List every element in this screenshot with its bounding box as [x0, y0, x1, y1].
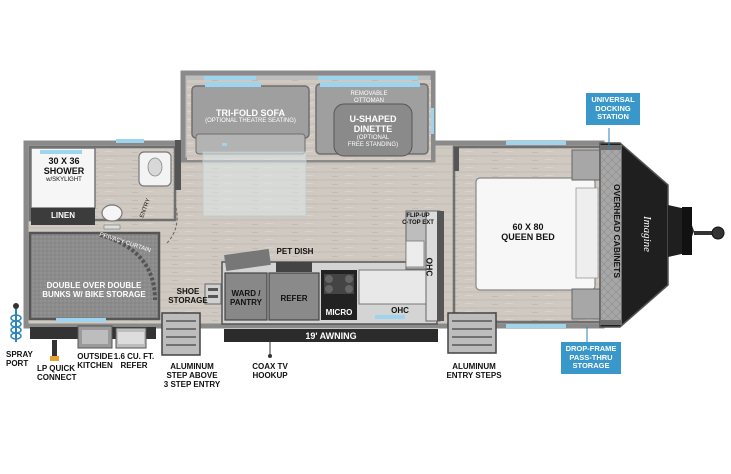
pet-dish-label: PET DISH: [276, 247, 314, 256]
bunks: [28, 231, 161, 321]
lp-quick-connect-label: LP QUICK CONNECT: [37, 364, 77, 383]
spray-port-coil: [10, 303, 22, 342]
flip-up-label: FLIP-UP C-TOP EXT: [402, 213, 434, 226]
ward-pantry-label: WARD / PANTRY: [230, 289, 262, 308]
awning-label: 19' AWNING: [305, 331, 357, 341]
ohc-lower-label: OHC: [391, 306, 409, 315]
universal-docking-callout: UNIVERSAL DOCKING STATION: [586, 93, 640, 125]
outside-kitchen-label: OUTSIDE KITCHEN: [77, 352, 113, 371]
awning: [224, 329, 438, 342]
aluminum-entry-steps-label: ALUMINUM ENTRY STEPS: [446, 362, 502, 381]
drop-frame-callout: DROP-FRAME PASS-THRU STORAGE: [561, 342, 621, 374]
sofa-label: TRI-FOLD SOFA (OPTIONAL THEATRE SEATING): [205, 108, 296, 125]
shower-label: 30 x 36 SHOWER w/SKYLIGHT: [43, 156, 85, 183]
aluminum-step-above-label: ALUMINUM STEP ABOVE 3 STEP ENTRY: [163, 362, 221, 390]
shoe-storage-label: SHOE STORAGE: [168, 287, 208, 306]
dinette-label: U-SHAPED DINETTE (OPTIONAL FREE STANDING…: [347, 114, 399, 148]
refer-label: REFER: [280, 294, 308, 303]
linen-label: LINEN: [51, 211, 75, 220]
overhead-cabinets-label: OVERHEAD CABINETS: [611, 184, 622, 278]
bunks-label: DOUBLE OVER DOUBLE BUNKS W/ BIKE STORAGE: [42, 281, 146, 300]
queen-bed-label: 60 x 80 QUEEN BED: [501, 222, 555, 243]
ohc-side-label: OHC: [424, 257, 435, 277]
outside-refer-label: 1.6 CU. FT. REFER: [113, 352, 155, 371]
coax-tv-label: COAX TV HOOKUP: [252, 362, 288, 381]
step-above-entry: [161, 312, 201, 356]
ottoman-label: REMOVABLE OTTOMAN: [350, 91, 388, 104]
spray-port-label: SPRAY PORT: [6, 350, 33, 369]
aluminum-entry-steps: [447, 312, 497, 354]
brand-logo: Imagine: [641, 215, 654, 253]
micro-label: MICRO: [325, 308, 353, 317]
